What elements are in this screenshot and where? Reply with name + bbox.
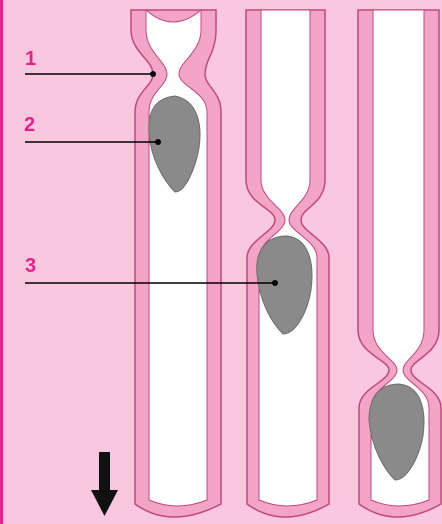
tube-1: [130, 8, 222, 518]
tube-2: [245, 9, 330, 518]
tube-3-food-bolus: [368, 383, 425, 481]
leader-line-2: [25, 139, 161, 145]
tube-1-food-bolus: [148, 95, 201, 193]
tube-3: [357, 9, 442, 518]
label-3: 3: [25, 255, 37, 277]
leader-line-3: [25, 280, 278, 286]
leader-line-1: [25, 71, 156, 77]
arrow-down-icon: [91, 452, 118, 516]
label-1: 1: [25, 48, 37, 70]
peristalsis-diagram: [25, 8, 442, 518]
tube-2-food-bolus: [256, 235, 313, 335]
label-2: 2: [24, 114, 36, 136]
tube-3-lumen: [370, 9, 430, 507]
